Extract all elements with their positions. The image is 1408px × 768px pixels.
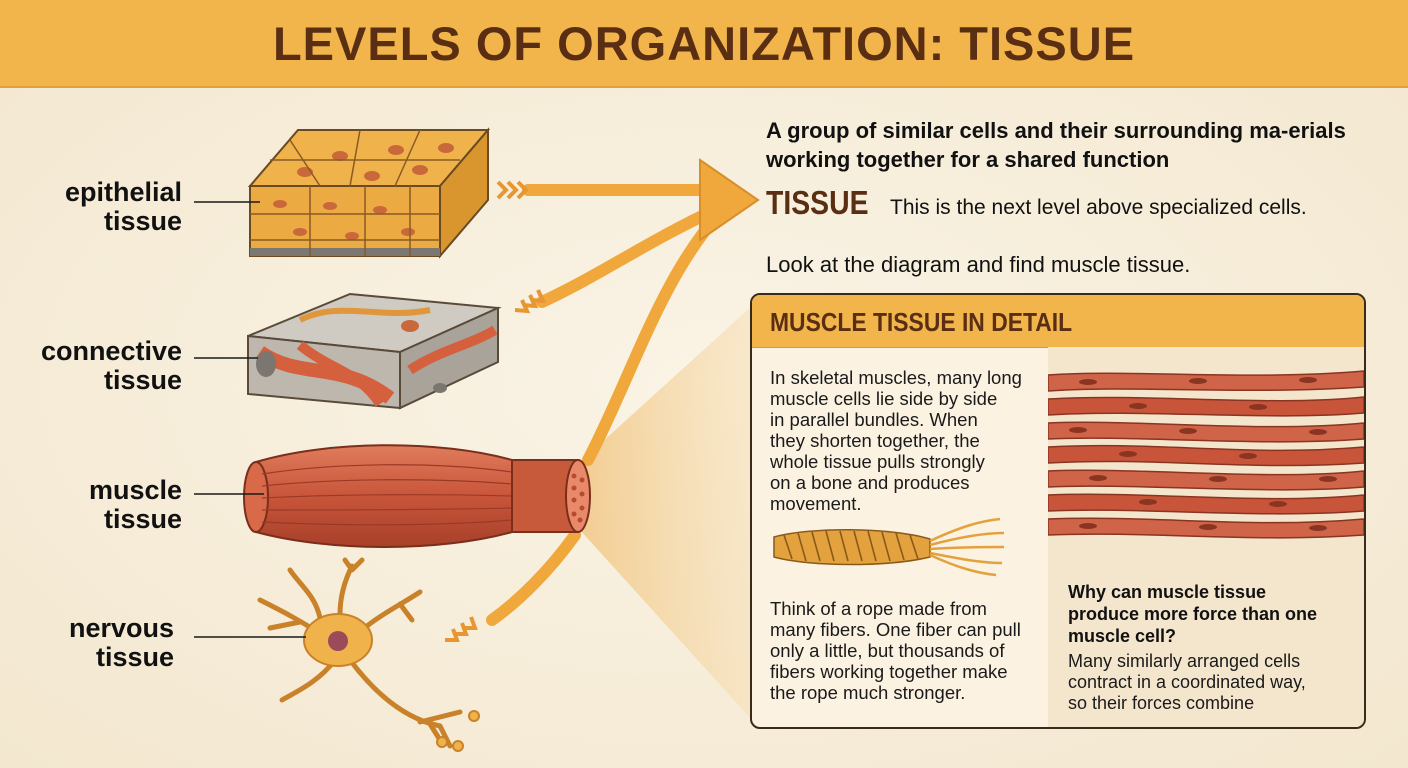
answer-text: Many similarly arranged cells contract i…	[1068, 651, 1358, 714]
skeletal-muscle-paragraph: In skeletal muscles, many long muscle ce…	[770, 367, 1048, 514]
chevron-icons	[445, 180, 547, 642]
label-connective-tissue: connective tissue	[10, 337, 182, 395]
muscle-fibers-illustration	[1048, 370, 1364, 539]
detail-panel-title: MUSCLE TISSUE IN DETAIL	[770, 307, 1073, 337]
text-line: In skeletal muscles, many long	[770, 367, 1022, 388]
epithelial-tissue-illustration	[247, 127, 491, 259]
text-line: in parallel bundles. When	[770, 409, 978, 430]
label-line-2: tissue	[103, 365, 182, 395]
tissue-term-description: This is the next level above specialized…	[890, 196, 1307, 219]
tissue-term: TISSUE	[766, 184, 869, 221]
zoom-cone	[580, 306, 752, 720]
text-line: Why can muscle tissue	[1068, 582, 1267, 602]
arrows	[486, 184, 724, 626]
rope-analogy-paragraph: Think of a rope made from many fibers. O…	[770, 598, 1048, 703]
tissue-definition: A group of similar cells and their surro…	[766, 118, 1346, 172]
instruction-text: Look at the diagram and find muscle tiss…	[766, 252, 1191, 277]
text-line: produce more force than one	[1068, 604, 1318, 624]
label-line-1: muscle	[88, 475, 182, 505]
text-line: muscle cell?	[1068, 626, 1177, 646]
neuron-cell-body	[303, 613, 373, 667]
label-line-1: epithelial	[64, 177, 182, 207]
text-line: movement.	[770, 493, 862, 514]
label-epithelial-tissue: epithelial tissue	[30, 178, 182, 236]
text-line: on a bone and produces	[770, 472, 970, 493]
rope-illustration	[773, 517, 1005, 577]
title-banner: LEVELS OF ORGANIZATION: TISSUE	[0, 0, 1408, 88]
axon-terminals	[436, 710, 480, 752]
label-line-2: tissue	[95, 642, 174, 672]
label-muscle-tissue: muscle tissue	[30, 476, 182, 534]
question-text: Why can muscle tissue produce more force…	[1068, 581, 1358, 647]
label-line-2: tissue	[103, 504, 182, 534]
text-line: so their forces combine	[1068, 693, 1255, 713]
page-title: LEVELS OF ORGANIZATION: TISSUE	[272, 16, 1136, 70]
text-line: many fibers. One fiber can pull	[770, 619, 1021, 640]
label-line-1: nervous	[68, 613, 174, 643]
text-line: Think of a rope made from	[770, 598, 987, 619]
text-line: Many similarly arranged cells	[1068, 651, 1301, 671]
text-line: the rope much stronger.	[770, 682, 966, 703]
label-nervous-tissue: nervous tissue	[30, 614, 174, 672]
label-line-1: connective	[40, 336, 182, 366]
label-line-2: tissue	[103, 206, 182, 236]
muscle-detail-panel: MUSCLE TISSUE IN DETAIL In skeletal musc…	[750, 293, 1366, 729]
text-line: contract in a coordinated way,	[1068, 672, 1306, 692]
text-line: fibers working together make	[770, 661, 1008, 682]
text-line: they shorten together, the	[770, 430, 980, 451]
text-line: only a little, but thousands of	[770, 640, 1005, 661]
arrow-head-icon	[699, 158, 760, 242]
text-line: whole tissue pulls strongly	[770, 451, 985, 472]
label-leader-lines	[194, 201, 306, 638]
detail-panel-header: MUSCLE TISSUE IN DETAIL	[752, 295, 1364, 348]
connective-tissue-illustration	[247, 292, 502, 410]
text-line: muscle cells lie side by side	[770, 388, 998, 409]
muscle-tissue-illustration	[243, 444, 591, 548]
